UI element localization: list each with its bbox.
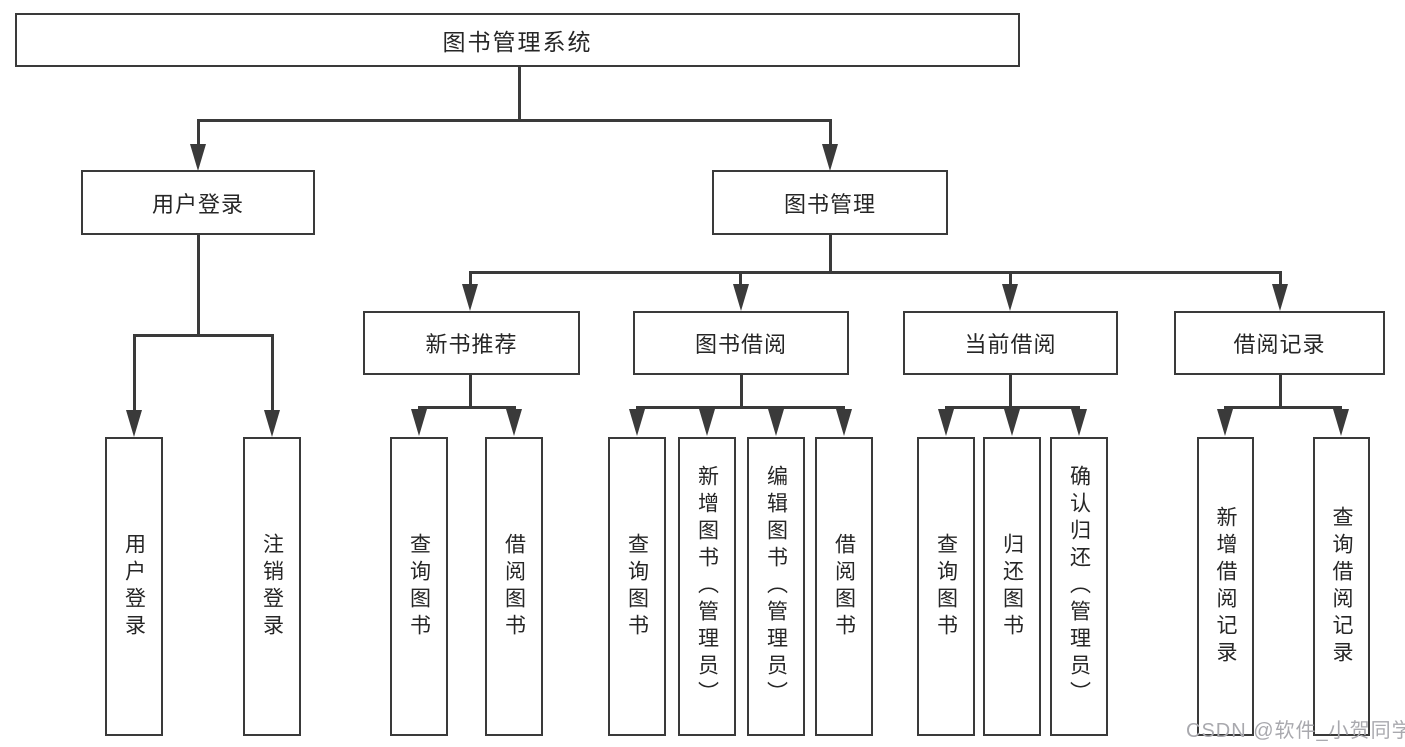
node-label: 当前借阅 <box>964 332 1057 357</box>
leaf-label: 借阅图书 <box>832 532 856 641</box>
connector-line <box>740 375 743 408</box>
node-user-login: 用户登录 <box>81 170 315 235</box>
arrowhead-down-icon <box>506 409 522 436</box>
connector-line <box>636 406 845 409</box>
arrowhead-down-icon <box>190 144 206 171</box>
node-label: 借阅记录 <box>1233 332 1326 357</box>
leaf-query-books-borrowing: 查询图书 <box>608 437 666 736</box>
leaf-label: 借阅图书 <box>502 532 526 641</box>
node-book-management: 图书管理 <box>712 170 948 235</box>
node-current-borrowing: 当前借阅 <box>903 311 1118 375</box>
connector-line <box>133 334 274 337</box>
arrowhead-down-icon <box>733 284 749 311</box>
leaf-label: 查询图书 <box>407 532 431 641</box>
connector-line <box>469 375 472 408</box>
arrowhead-down-icon <box>699 409 715 436</box>
leaf-label: 新增借阅记录 <box>1214 505 1237 668</box>
arrowhead-down-icon <box>629 409 645 436</box>
arrowhead-down-icon <box>768 409 784 436</box>
connector-line <box>469 271 472 287</box>
arrowhead-down-icon <box>411 409 427 436</box>
leaf-label: 查询图书 <box>934 532 958 641</box>
leaf-label: 用户登录 <box>122 532 146 641</box>
connector-line <box>469 271 1282 274</box>
leaf-label: 确认归还（管理员） <box>1067 465 1091 708</box>
arrowhead-down-icon <box>1071 409 1087 436</box>
arrowhead-down-icon <box>264 410 280 437</box>
leaf-user-login: 用户登录 <box>105 437 163 736</box>
connector-line <box>829 119 832 147</box>
leaf-label: 查询借阅记录 <box>1330 505 1353 668</box>
node-root-book-management-system: 图书管理系统 <box>15 13 1020 67</box>
connector-line <box>1009 271 1012 287</box>
node-label: 图书管理 <box>783 191 876 217</box>
connector-line <box>1224 406 1342 409</box>
node-label: 图书借阅 <box>694 332 787 357</box>
connector-line <box>1009 375 1012 408</box>
connector-line <box>197 235 200 336</box>
connector-line <box>197 119 832 122</box>
node-book-borrowing: 图书借阅 <box>633 311 849 375</box>
connector-line <box>197 119 200 147</box>
leaf-label: 新增图书（管理员） <box>695 465 719 708</box>
arrowhead-down-icon <box>938 409 954 436</box>
leaf-query-books-current: 查询图书 <box>917 437 975 736</box>
leaf-logout: 注销登录 <box>243 437 301 736</box>
node-label: 用户登录 <box>151 191 244 217</box>
node-label: 图书管理系统 <box>442 29 593 55</box>
arrowhead-down-icon <box>1272 284 1288 311</box>
connector-line <box>739 271 742 287</box>
connector-line <box>829 235 832 273</box>
leaf-label: 归还图书 <box>1000 532 1024 641</box>
leaf-borrow-books-recommend: 借阅图书 <box>485 437 543 736</box>
arrowhead-down-icon <box>1004 409 1020 436</box>
connector-line <box>271 334 274 412</box>
leaf-add-books-admin: 新增图书（管理员） <box>678 437 736 736</box>
node-borrowing-records: 借阅记录 <box>1174 311 1385 375</box>
leaf-query-books-recommend: 查询图书 <box>390 437 448 736</box>
arrowhead-down-icon <box>1002 284 1018 311</box>
arrowhead-down-icon <box>462 284 478 311</box>
leaf-query-borrow-record: 查询借阅记录 <box>1313 437 1370 736</box>
leaf-label: 注销登录 <box>260 532 284 641</box>
leaf-label: 编辑图书（管理员） <box>764 465 788 708</box>
arrowhead-down-icon <box>126 410 142 437</box>
arrowhead-down-icon <box>1333 409 1349 436</box>
connector-line <box>418 406 516 409</box>
leaf-borrow-books: 借阅图书 <box>815 437 873 736</box>
connector-line <box>133 334 136 412</box>
arrowhead-down-icon <box>836 409 852 436</box>
connector-line <box>518 67 521 121</box>
connector-line <box>1279 375 1282 408</box>
node-label: 新书推荐 <box>425 332 518 357</box>
leaf-return-books: 归还图书 <box>983 437 1041 736</box>
connector-line <box>945 406 1080 409</box>
leaf-confirm-return-admin: 确认归还（管理员） <box>1050 437 1108 736</box>
node-new-book-recommendation: 新书推荐 <box>363 311 580 375</box>
leaf-edit-books-admin: 编辑图书（管理员） <box>747 437 805 736</box>
leaf-label: 查询图书 <box>625 532 649 641</box>
arrowhead-down-icon <box>822 144 838 171</box>
csdn-watermark: CSDN @软件_小贺同学 <box>1186 720 1405 742</box>
arrowhead-down-icon <box>1217 409 1233 436</box>
leaf-add-borrow-record: 新增借阅记录 <box>1197 437 1254 736</box>
connector-line <box>1279 271 1282 287</box>
